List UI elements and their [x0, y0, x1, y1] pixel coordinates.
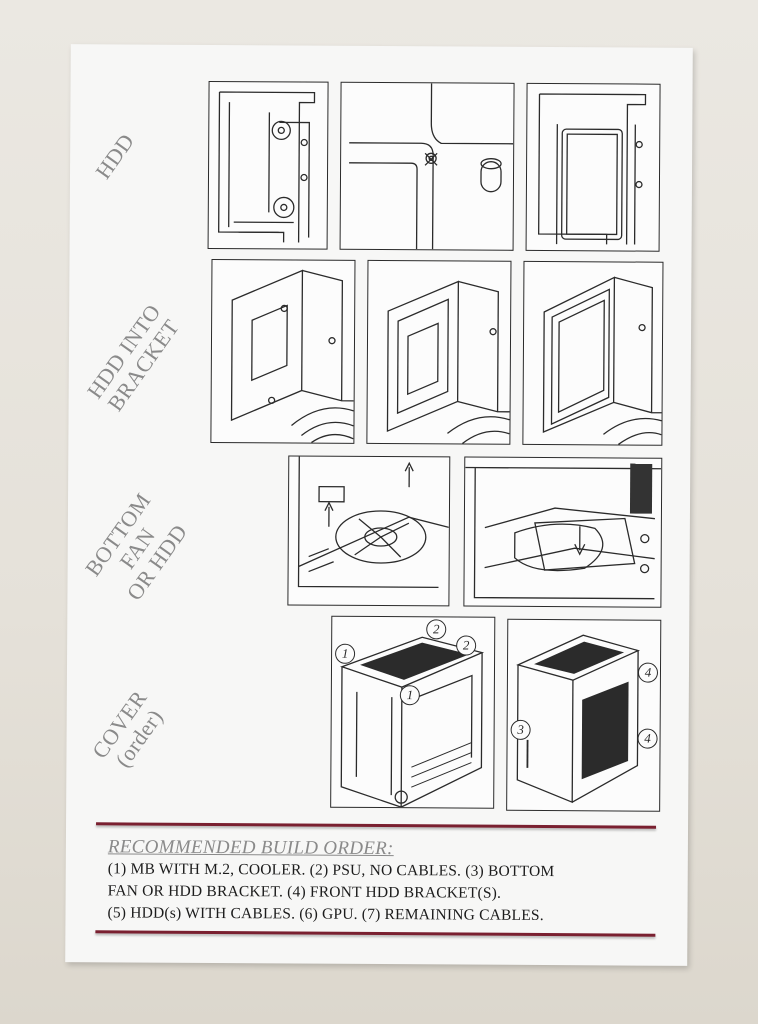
- callout-1-middle: 1: [399, 685, 420, 706]
- diagram-panel-bottom-fan-2: [463, 456, 663, 608]
- build-order-line-3: (5) HDD(s) WITH CABLES. (6) GPU. (7) REM…: [107, 904, 544, 925]
- diagram-panel-bracket-2: [366, 259, 512, 445]
- section-label-hdd-into-bracket: HDD INTO BRACKET: [81, 299, 185, 416]
- section-label-bottom-fan-or-hdd: BOTTOM FAN OR HDD: [79, 488, 193, 605]
- build-order-title: RECOMMENDED BUILD ORDER:: [107, 836, 394, 860]
- callout-3-side: 3: [510, 719, 531, 740]
- callout-2-top-center: 2: [426, 619, 447, 640]
- diagram-panel-hdd-1: [207, 80, 329, 250]
- diagram-panel-cover-2: 3 4 4: [506, 618, 662, 812]
- diagram-panel-cover-1: 1 2 2 1: [330, 615, 496, 809]
- callout-4-bottom-right: 4: [637, 728, 658, 749]
- diagram-panel-bracket-3: [522, 260, 664, 446]
- instruction-sheet: HDD HDD INTO BRACKET BOTTOM FAN OR HDD C…: [65, 44, 693, 966]
- diagram-panel-bracket-1: [210, 258, 356, 444]
- section-label-hdd: HDD: [90, 128, 140, 184]
- callout-2-top-right: 2: [456, 635, 477, 656]
- accent-rule-bottom: [95, 930, 656, 937]
- build-order-line-1: (1) MB WITH M.2, COOLER. (2) PSU, NO CAB…: [107, 860, 555, 881]
- diagram-panel-hdd-2: [339, 81, 515, 251]
- diagram-panel-bottom-fan-1: [287, 455, 451, 607]
- section-label-cover-order: COVER (order): [86, 685, 168, 772]
- accent-rule-top: [96, 822, 657, 829]
- callout-4-top-right: 4: [637, 662, 659, 683]
- callout-1-top-left: 1: [335, 643, 356, 664]
- build-order-line-2: FAN OR HDD BRACKET. (4) FRONT HDD BRACKE…: [107, 882, 502, 902]
- diagram-panel-hdd-3: [525, 82, 661, 252]
